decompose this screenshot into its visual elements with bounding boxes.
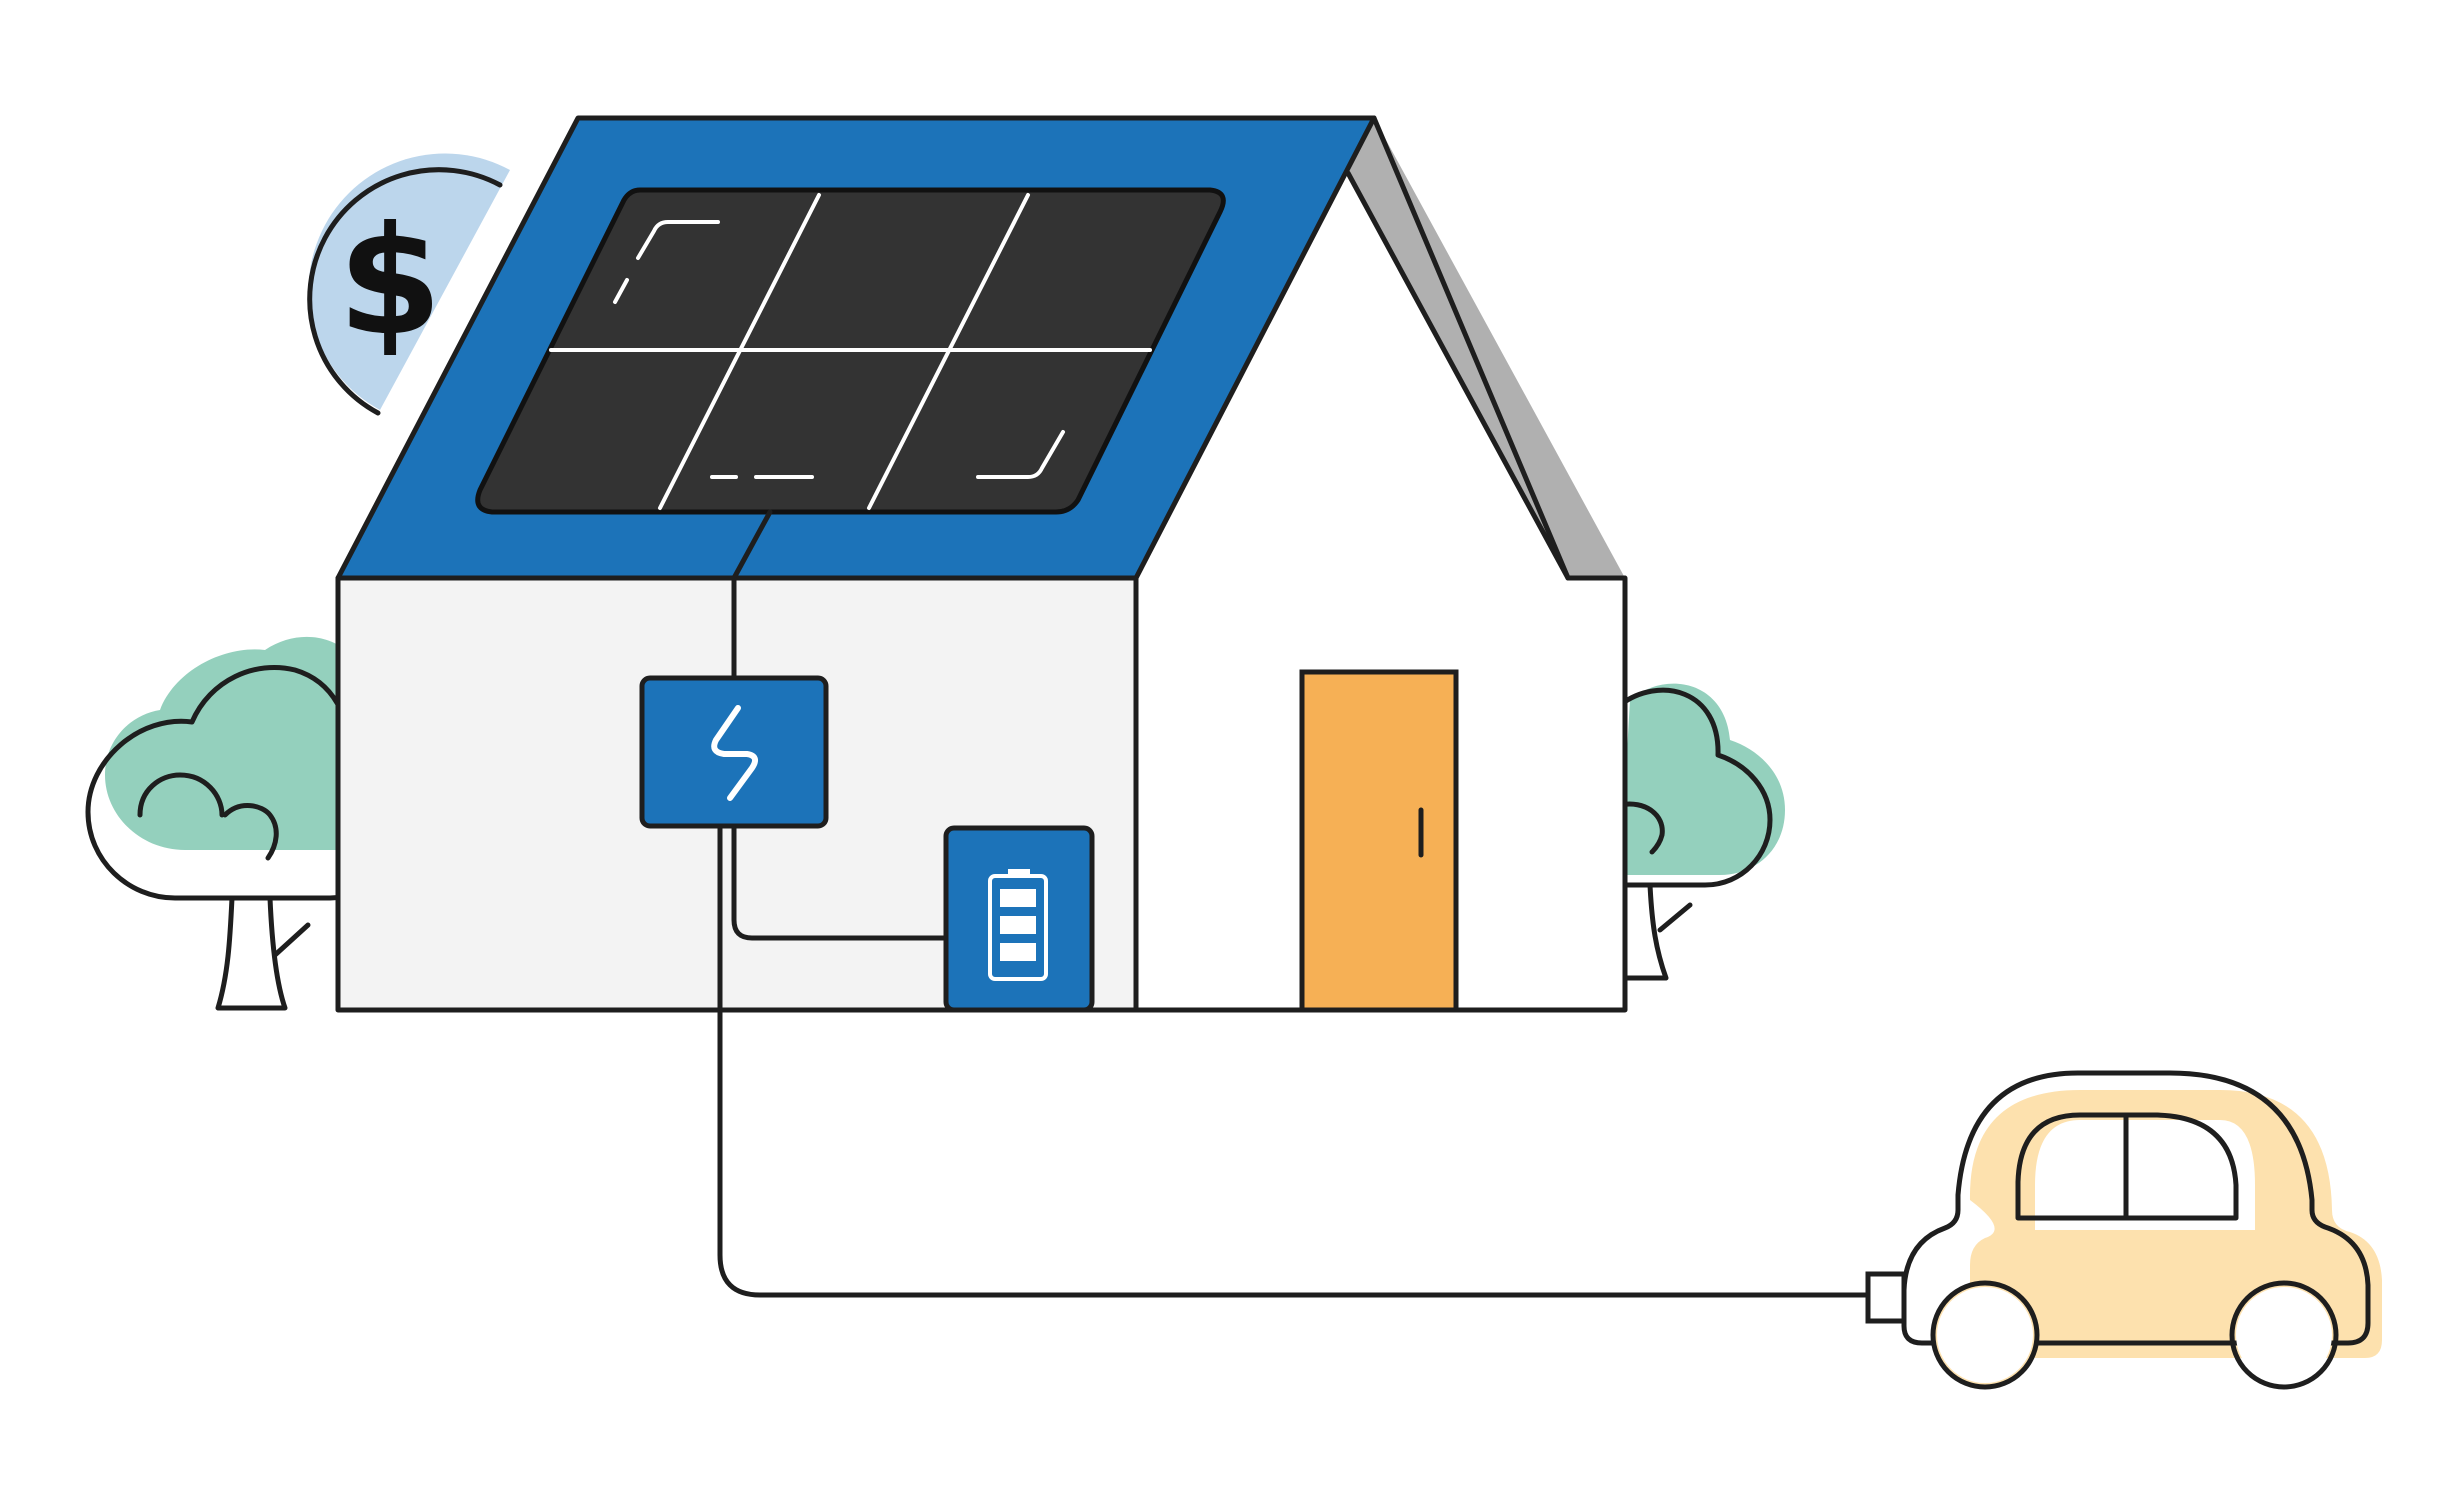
lightning-bolt-icon [711,705,759,801]
house-gable-wall [1136,173,1625,1010]
roof-side [1348,118,1625,578]
electric-car-icon [1865,1070,2382,1390]
house-door [1299,669,1459,1013]
car-wheel-rear [2236,1287,2332,1383]
battery-box [943,825,1095,1013]
plug-icon [1865,1271,1907,1324]
tree-icon-right [1617,683,1785,981]
dollar-symbol: $ [338,195,442,369]
power-wiring [717,509,1871,1298]
dollar-coin-icon: $ [307,153,510,416]
battery-icon [988,869,1048,981]
inverter-box [639,675,829,829]
solar-panel-icon [475,187,1226,515]
